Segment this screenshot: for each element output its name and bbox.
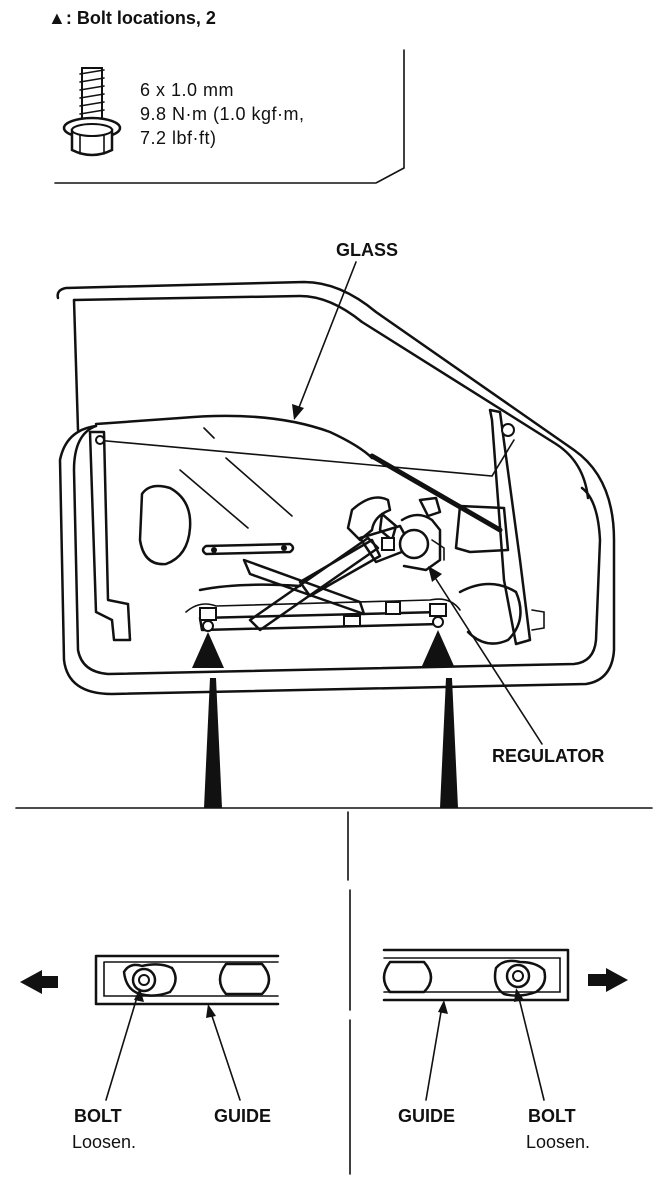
legend-text: : Bolt locations, 2 (65, 8, 216, 28)
left-detail-leaders (105, 988, 241, 1101)
spec-frame (54, 49, 405, 184)
left-guide-detail (94, 954, 280, 1006)
right-bolt-label: BOLT (528, 1106, 576, 1126)
regulator-leader (428, 566, 543, 745)
window-glass (94, 414, 515, 533)
glass-run-channels (88, 408, 545, 646)
direction-arrow-left-icon (20, 970, 58, 994)
bolt-location-marker: ▲ (48, 8, 66, 28)
bolt-torque-line2: 7.2 lbf·ft) (140, 128, 217, 148)
panel-cutouts (138, 484, 522, 645)
direction-arrow-right-icon (588, 968, 628, 992)
glass-callout: GLASS (336, 240, 399, 260)
bolt-location-triangle-icon (192, 630, 454, 668)
legend: ▲: Bolt locations, 2 (48, 8, 216, 29)
glass-leader (292, 261, 357, 420)
right-detail-leaders (425, 988, 545, 1101)
right-guide-detail (382, 948, 570, 1002)
right-bolt-note: Loosen. (526, 1132, 591, 1152)
bolt-spec: 6 x 1.0 mm 9.8 N·m (1.0 kgf·m, 7.2 lbf·f… (140, 78, 305, 150)
left-guide-label: GUIDE (214, 1106, 272, 1126)
left-bolt-label: BOLT (74, 1106, 122, 1126)
regulator-mechanism (185, 496, 461, 632)
detail-separators (15, 807, 653, 1175)
bolt-torque-line1: 9.8 N·m (1.0 kgf·m, (140, 104, 305, 124)
door-frame (56, 280, 616, 696)
regulator-callout: REGULATOR (492, 746, 605, 766)
left-bolt-note: Loosen. (72, 1132, 137, 1152)
bolt-size: 6 x 1.0 mm (140, 80, 235, 100)
bolt-icon (62, 67, 122, 157)
detail-pointer-arrows (204, 678, 458, 808)
right-guide-label: GUIDE (398, 1106, 456, 1126)
